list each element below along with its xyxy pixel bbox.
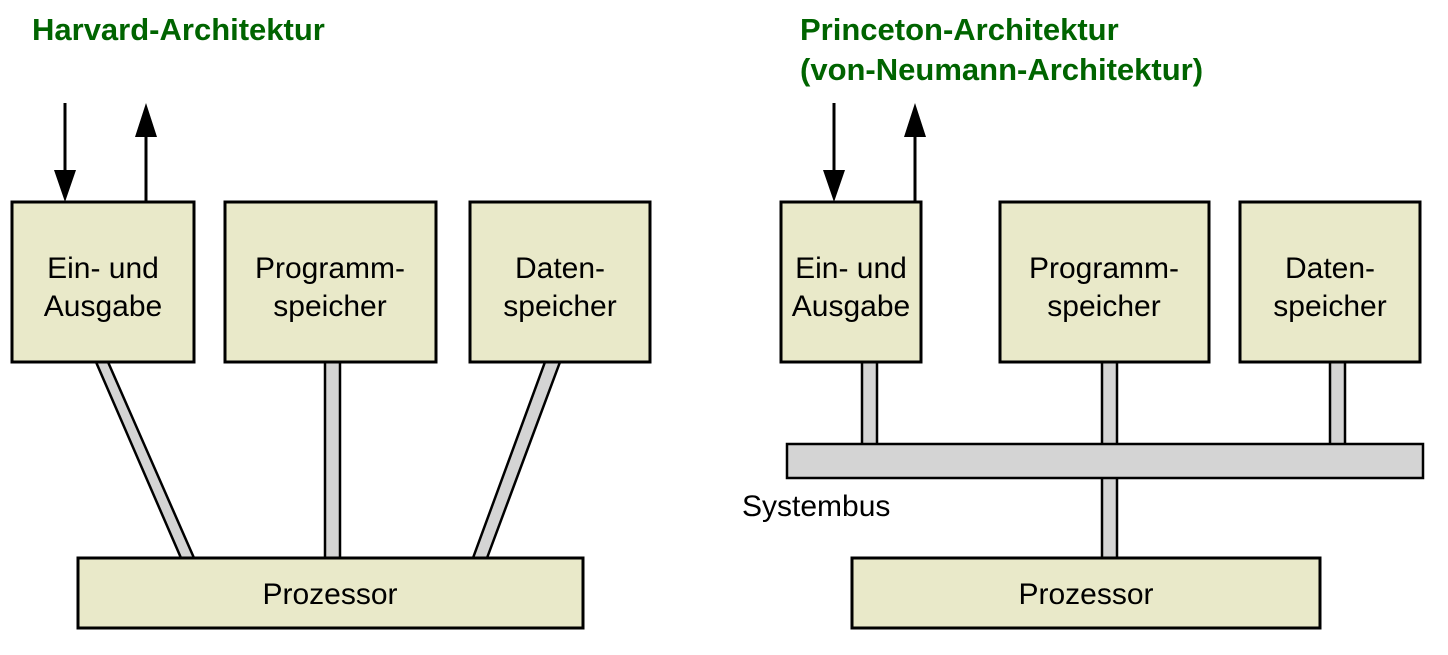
left-box-program-memory: Programm- speicher [223, 200, 438, 364]
left-box-data-memory-label-line1: Daten- [515, 252, 605, 285]
right-io-input-arrow [823, 103, 845, 202]
right-box-program-memory-label-line2: speicher [1047, 290, 1160, 323]
right-box-io-label-line2: Ausgabe [792, 290, 910, 323]
right-box-data-memory-label-line1: Daten- [1285, 252, 1375, 285]
right-io-output-arrow [904, 103, 926, 202]
left-box-data-memory: Daten- speicher [468, 200, 652, 364]
right-box-io: Ein- und Ausgabe [779, 200, 923, 364]
left-box-io-label-line1: Ein- und [47, 252, 159, 285]
left-box-processor: Prozessor [76, 556, 585, 630]
left-box-io-label-line2: Ausgabe [44, 290, 162, 323]
left-processor-label: Prozessor [262, 578, 397, 611]
left-io-output-arrow [135, 103, 157, 202]
left-bus-program-to-processor [323, 360, 342, 560]
right-bus-stub-processor [1100, 474, 1119, 562]
left-box-program-memory-label-line2: speicher [273, 290, 386, 323]
system-bus-label: Systembus [742, 490, 890, 523]
right-diagram-group: Princeton-Architektur (von-Neumann-Archi… [742, 12, 1425, 630]
left-box-program-memory-label-line1: Programm- [255, 252, 405, 285]
right-processor-label: Prozessor [1018, 578, 1153, 611]
system-bus-bar [785, 442, 1425, 480]
right-box-program-memory: Programm- speicher [998, 200, 1211, 364]
right-bus-stub-data [1328, 360, 1347, 448]
left-io-input-arrow [54, 103, 76, 202]
left-diagram-group: Harvard-Architektur Ein- und Ausgabe [10, 12, 652, 630]
left-bus-io-to-processor [94, 360, 196, 560]
right-diagram-title-line2: (von-Neumann-Architektur) [800, 52, 1203, 87]
right-box-processor: Prozessor [850, 556, 1322, 630]
left-box-io: Ein- und Ausgabe [10, 200, 196, 364]
right-box-data-memory-label-line2: speicher [1273, 290, 1386, 323]
left-bus-data-to-processor [471, 360, 562, 560]
right-box-program-memory-label-line1: Programm- [1029, 252, 1179, 285]
right-box-data-memory: Daten- speicher [1238, 200, 1422, 364]
right-bus-stub-program [1100, 360, 1119, 448]
right-box-io-label-line1: Ein- und [795, 252, 907, 285]
right-bus-stub-io [860, 360, 879, 448]
left-box-data-memory-label-line2: speicher [503, 290, 616, 323]
right-diagram-title-line1: Princeton-Architektur [800, 12, 1119, 47]
left-diagram-title: Harvard-Architektur [32, 12, 325, 47]
